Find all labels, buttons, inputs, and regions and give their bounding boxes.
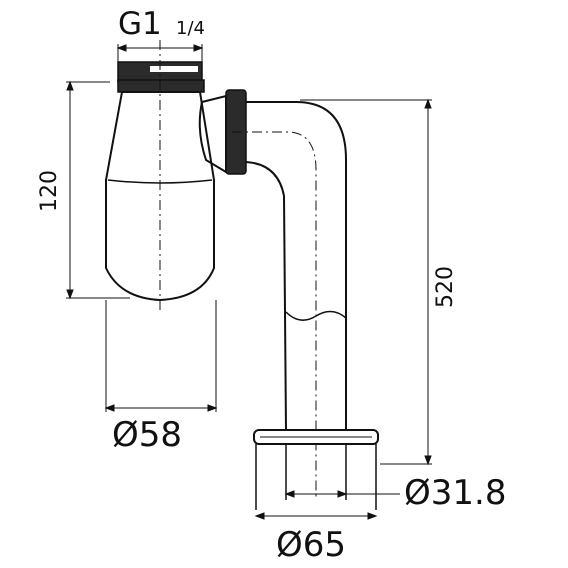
elbow-outer [246,101,347,430]
dim-58-arrow-right [207,404,218,412]
dim-120-arrow-bottom [66,289,74,300]
dim-65-arrow-right [367,512,378,520]
label-thread-fraction: 1/4 [176,18,205,39]
bottle-outline [105,91,215,302]
label-height-120: 120 [37,170,62,212]
dim-thread-arrow-right [193,44,204,52]
dimension-lines [66,44,432,520]
dim-120-arrow-top [66,80,74,91]
dim-31-8-arrow-left [284,490,295,498]
label-diameter-58: Ø58 [112,415,182,455]
dim-58-arrow-left [104,404,115,412]
label-diameter-31-8: Ø31.8 [404,473,506,513]
elbow-inner [245,161,287,431]
pipe-centerline [232,131,317,498]
thread-nut-lower [117,79,205,93]
dim-31-8-arrow-right [337,490,348,498]
pipe-break-line [285,310,347,321]
dim-thread-arrow-left [116,44,127,52]
dim-65-arrow-left [254,512,265,520]
outlet-pipe [198,89,379,510]
outlet-connector [198,94,227,174]
thread-nut-highlight [150,66,198,72]
label-diameter-65: Ø65 [276,525,346,565]
bottle-trap-body [105,40,215,310]
label-height-520: 520 [433,266,458,308]
label-thread-main: G1 [118,6,162,42]
dim-520-arrow-top [424,98,432,109]
dim-520-arrow-bottom [424,455,432,466]
